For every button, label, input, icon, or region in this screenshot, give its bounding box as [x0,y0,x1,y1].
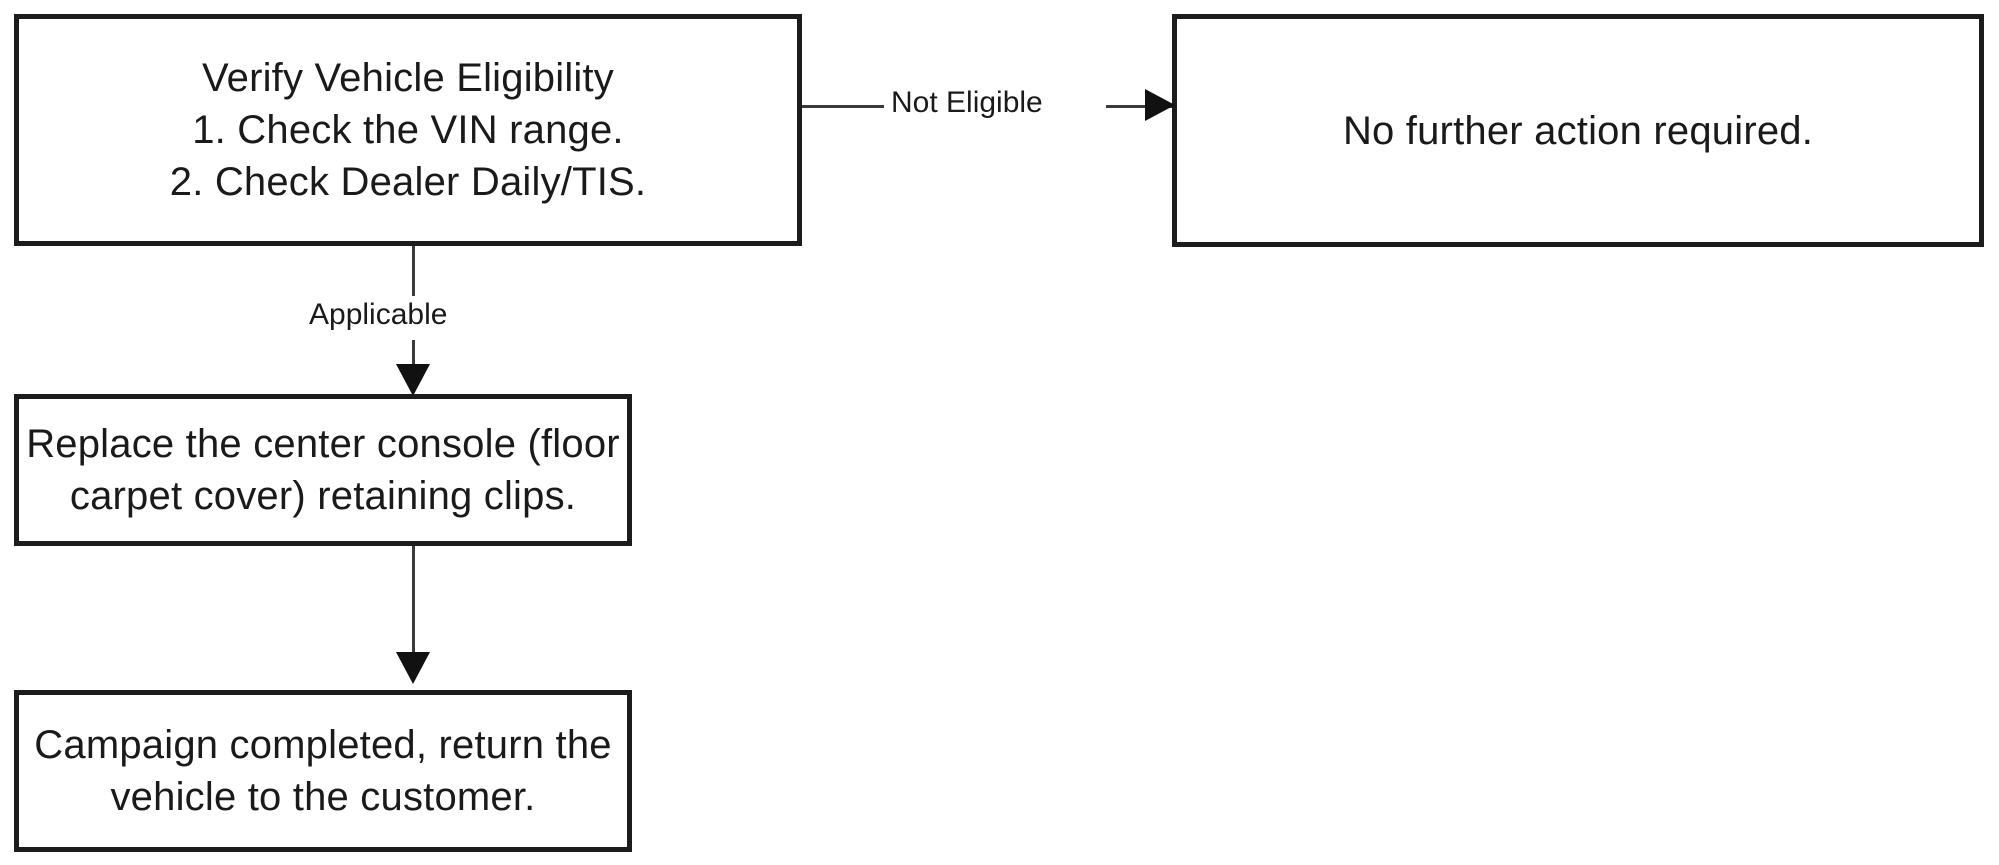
node-no-action-label: No further action required. [1342,108,1814,153]
edge-not-eligible-line-right [1106,105,1172,108]
node-no-further-action: No further action required. [1172,14,1984,247]
edge-not-eligible-label: Not Eligible [884,88,1050,118]
edge-applicable-label: Applicable [302,300,455,330]
node-replace-center-console: Replace the center console (floor carpet… [14,394,632,546]
node-verify-label: Verify Vehicle Eligibility 1. Check the … [169,56,647,204]
arrow-down-icon [396,652,430,684]
node-replace-label: Replace the center console (floor carpet… [26,422,620,518]
node-complete-label: Campaign completed, return the vehicle t… [34,723,612,819]
node-campaign-completed: Campaign completed, return the vehicle t… [14,690,632,852]
edge-applicable-line-bottom [412,340,415,372]
node-verify-vehicle-eligibility: Verify Vehicle Eligibility 1. Check the … [14,14,802,246]
edge-replace-to-complete-line [412,546,415,654]
arrow-down-icon [396,364,430,396]
arrow-right-icon [1145,89,1175,121]
edge-not-eligible-line-left [802,105,890,108]
edge-applicable-line-top [412,246,415,296]
